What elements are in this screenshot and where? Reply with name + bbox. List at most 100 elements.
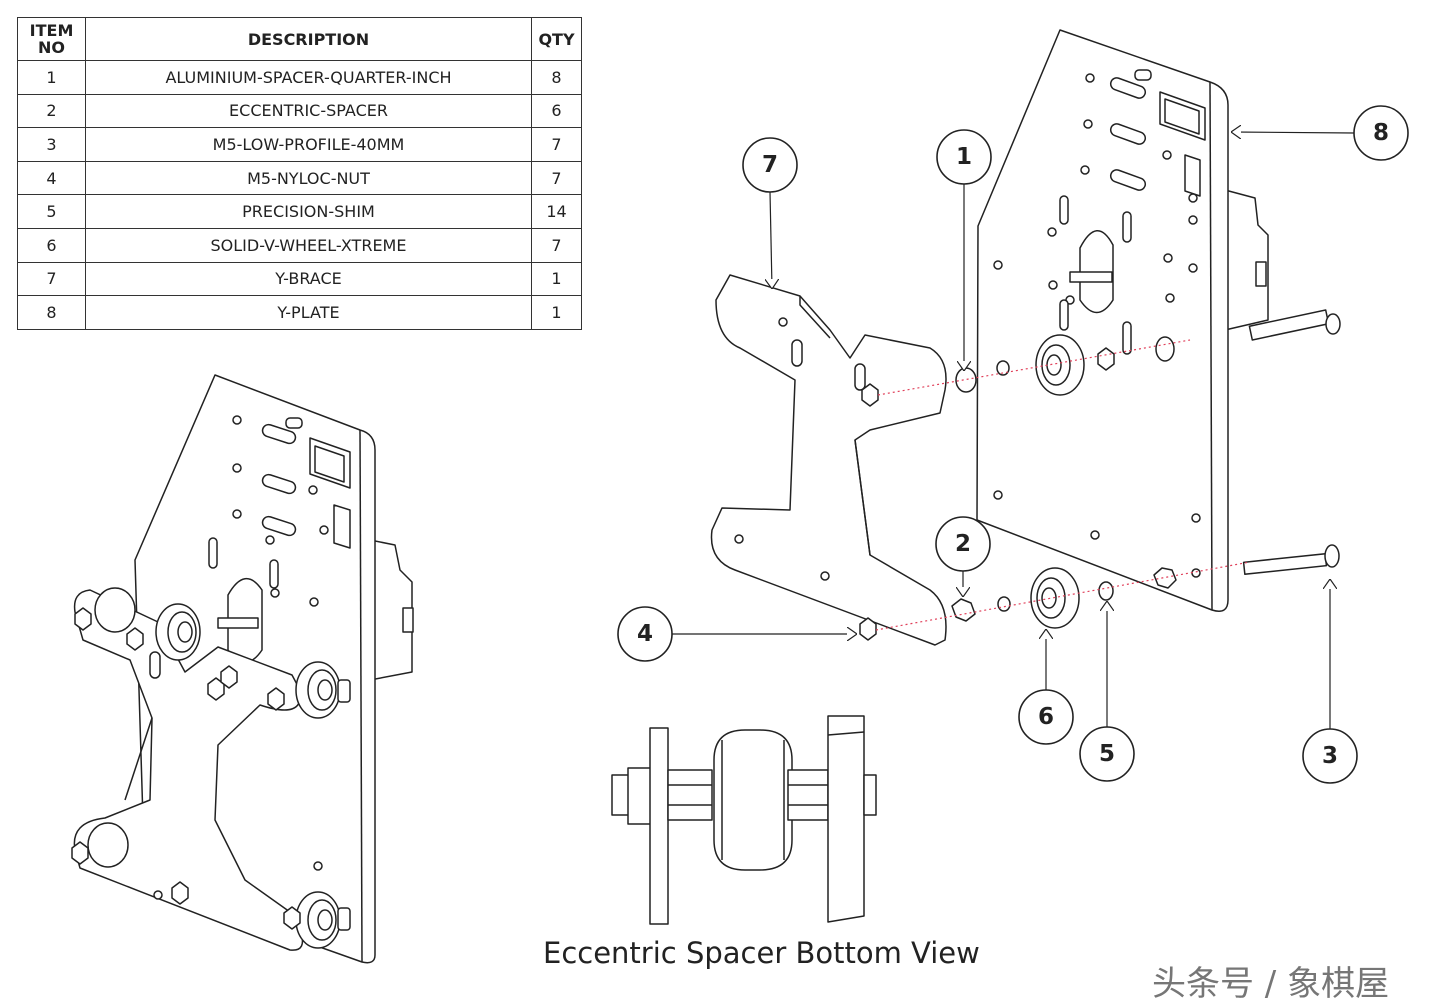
plate-hole [1191, 513, 1201, 523]
plate-pin [1069, 271, 1113, 283]
cell-item: 4 [17, 160, 86, 196]
brace-hole [778, 317, 788, 327]
eccentric-spacer [951, 598, 976, 622]
cell-item: 3 [17, 127, 86, 162]
plate-hole [1048, 280, 1058, 290]
plate-screw [269, 559, 279, 589]
plate-slot [285, 417, 303, 429]
brace-hole [734, 534, 744, 544]
plate-hole [313, 861, 323, 871]
callout-7: 7 [742, 137, 798, 193]
callout-balloons: 7 1 8 2 4 6 5 3 [617, 105, 1409, 784]
cell-item: 7 [17, 261, 86, 297]
precision-shim [1098, 581, 1114, 601]
plate-hole [265, 535, 275, 545]
plate-screw [208, 537, 218, 569]
plate-screw [1122, 321, 1132, 355]
callout-label: 6 [1038, 704, 1054, 730]
plate-pin [217, 617, 259, 629]
plate-hole [1191, 568, 1201, 578]
plate-hole [308, 485, 318, 495]
callout-2: 2 [935, 516, 991, 572]
plate-screw [1059, 195, 1069, 225]
spacer-section [787, 769, 829, 821]
cell-description: ALUMINIUM-SPACER-QUARTER-INCH [85, 60, 532, 95]
cell-description: Y-BRACE [85, 261, 532, 297]
plate-hole [1188, 263, 1198, 273]
bolt-end [337, 907, 351, 931]
motor-tab [402, 607, 414, 633]
plate-slot [1109, 123, 1147, 145]
callout-6: 6 [1018, 689, 1074, 745]
nut [74, 607, 92, 631]
plate-hole [1188, 193, 1198, 203]
brace-slot [791, 339, 803, 367]
cell-qty: 7 [531, 160, 582, 196]
aluminium-spacer [955, 367, 977, 393]
brace-hole [153, 890, 163, 900]
plate-screw [1059, 299, 1069, 331]
plate-section [827, 715, 865, 923]
brace-slot [149, 651, 161, 679]
plate-window-inner [314, 445, 345, 483]
header-item-no: ITEM NO [17, 17, 86, 61]
nyloc-nut [859, 617, 877, 641]
plate-hole [232, 463, 242, 473]
spacer [1155, 336, 1175, 362]
cell-qty: 14 [531, 194, 582, 229]
callout-label: 8 [1373, 120, 1389, 146]
cell-description: ECCENTRIC-SPACER [85, 93, 532, 129]
plate-hole [1083, 119, 1093, 129]
plate-slot [261, 423, 297, 445]
wheel-assembled [155, 603, 201, 661]
nut [220, 665, 238, 689]
motor-tab [1255, 261, 1267, 287]
plate-hole [270, 588, 280, 598]
brace-section [649, 727, 669, 925]
y-brace-assembled [73, 589, 304, 951]
wheel-section [713, 729, 793, 871]
plate-hole [232, 509, 242, 519]
cell-description: Y-PLATE [85, 295, 532, 330]
wheel-assembled [87, 587, 136, 868]
cell-qty: 7 [531, 127, 582, 162]
bolt-upper [1248, 309, 1341, 341]
plate-cutout [1184, 154, 1201, 197]
nut [283, 906, 301, 930]
leader-8 [1232, 132, 1355, 133]
nut [171, 881, 189, 905]
callout-label: 1 [956, 144, 972, 170]
wheel-assembled [295, 891, 341, 949]
callout-label: 5 [1099, 741, 1115, 767]
callout-4: 4 [617, 606, 673, 662]
nut [1153, 567, 1177, 589]
plate-hole [1090, 530, 1100, 540]
plate-hole [993, 260, 1003, 270]
wheel-assembled [295, 661, 341, 719]
exploded-view [710, 29, 1341, 646]
plate-window-inner [1164, 98, 1200, 135]
motor-block [1224, 189, 1269, 331]
cell-description: M5-LOW-PROFILE-40MM [85, 127, 532, 162]
wheel-on-plate [1035, 334, 1085, 396]
plate-hole [993, 490, 1003, 500]
callout-8: 8 [1353, 105, 1409, 161]
plate-hole [1163, 253, 1173, 263]
callout-label: 7 [762, 152, 778, 178]
assembly-axis-lines [875, 339, 1251, 631]
plate-slot [1109, 169, 1147, 191]
spacer-section [667, 769, 713, 821]
plate-hole [1188, 215, 1198, 225]
bolt-end [337, 679, 351, 703]
plate-slot [261, 473, 297, 495]
shim [997, 596, 1011, 612]
nut [71, 841, 89, 865]
nut [1097, 347, 1115, 371]
